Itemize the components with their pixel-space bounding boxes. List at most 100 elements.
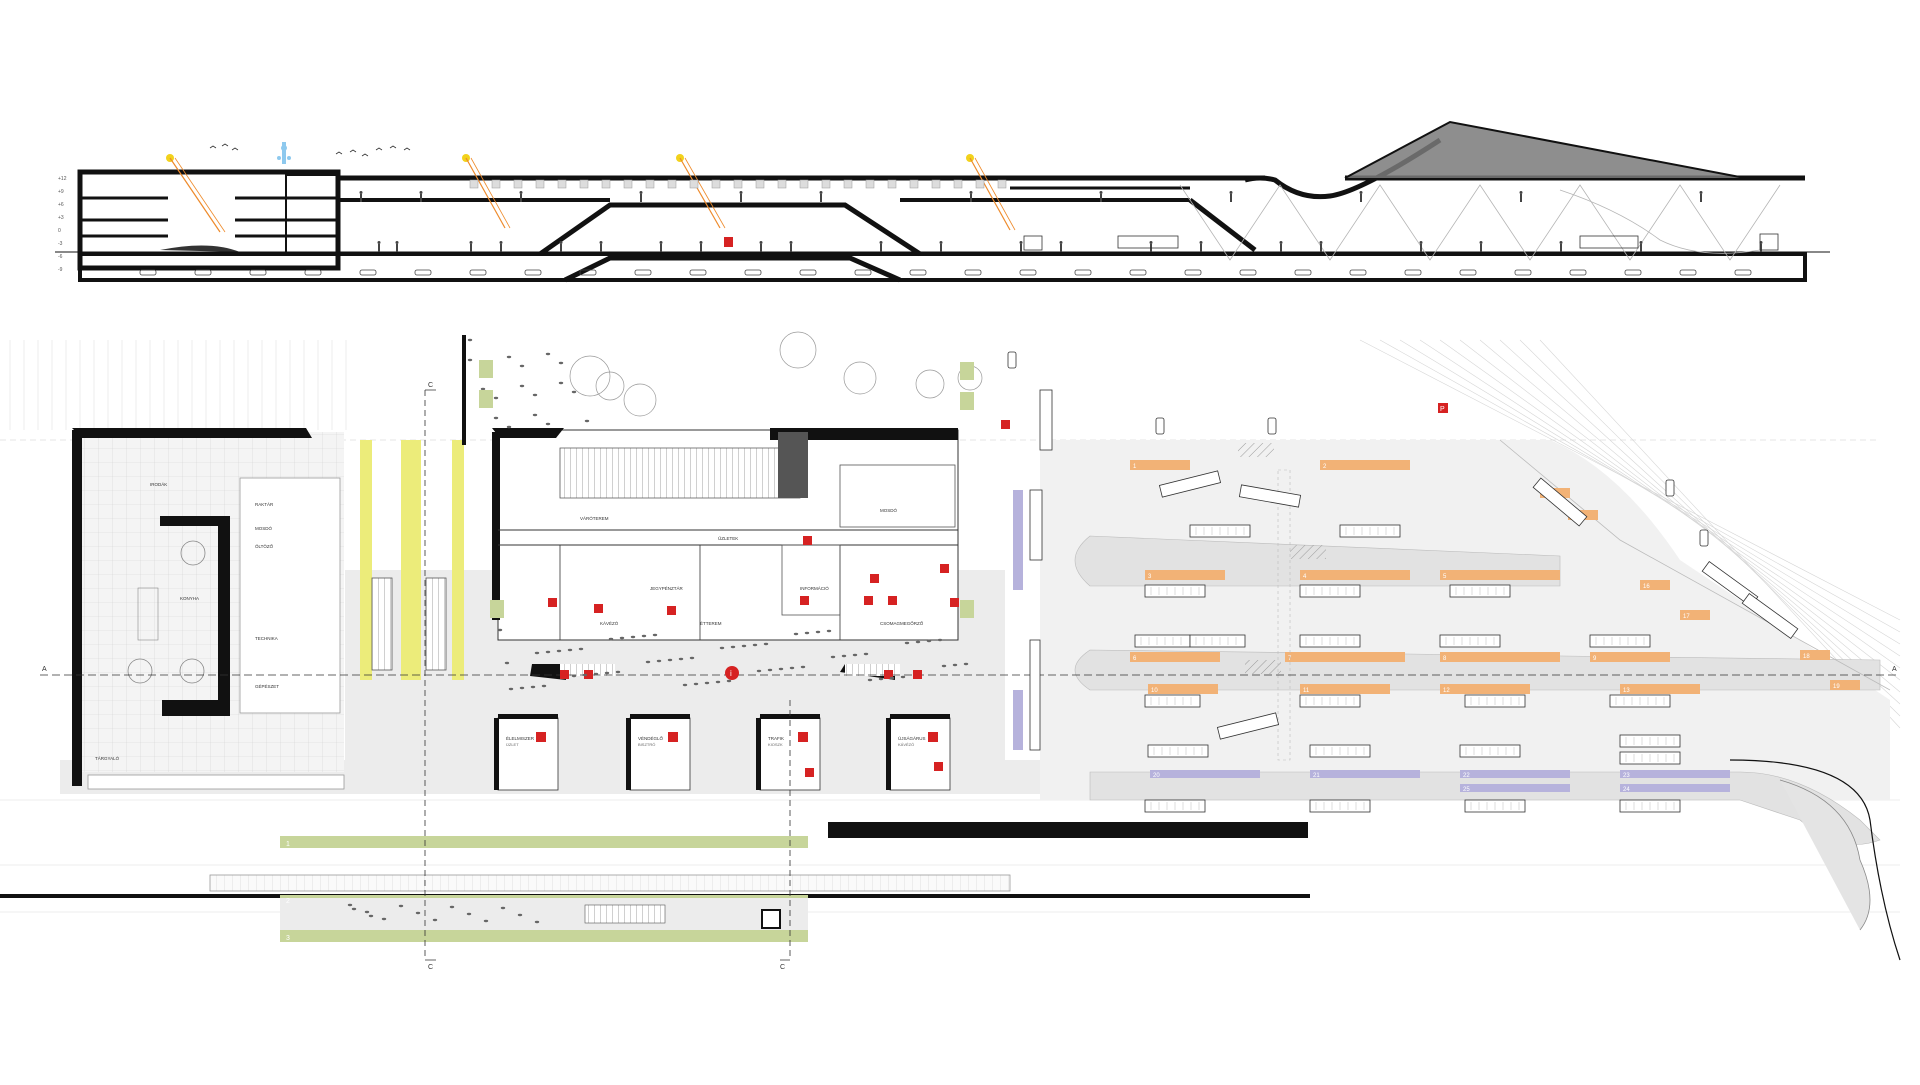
kiosk-icon <box>536 732 546 742</box>
section-column <box>953 179 963 189</box>
red-service-markers <box>548 420 1010 777</box>
person-figure-head <box>359 191 363 194</box>
person-figure-head <box>699 241 703 244</box>
person-figure <box>1420 244 1422 252</box>
person-icon <box>556 649 562 653</box>
person-figure <box>760 244 762 252</box>
kiosk-sub: KIOSZK <box>768 742 783 747</box>
person-icon <box>815 630 821 634</box>
person-icon <box>656 659 662 663</box>
level-label: -9 <box>58 267 63 273</box>
person-icon <box>952 663 958 667</box>
red-service-icon <box>1001 420 1010 429</box>
svg-text:i: i <box>730 669 732 678</box>
bus-bay-number: 16 <box>1643 584 1650 590</box>
bus-bay-number: 24 <box>1623 787 1630 793</box>
room-label: TÁRGYALÓ <box>95 755 120 761</box>
room-label: JEGYPÉNZTÁR <box>650 585 684 591</box>
bus-bay-orange <box>1680 610 1710 620</box>
person-figure-head <box>1519 191 1523 194</box>
sun-ray <box>169 157 221 233</box>
level-label: -6 <box>58 254 63 260</box>
bus-bay-number: 6 <box>1133 656 1137 662</box>
room-label: MOSDÓ <box>880 507 898 513</box>
left-building <box>72 428 345 790</box>
person-icon <box>545 352 551 356</box>
person-icon <box>793 632 799 636</box>
person-figure <box>1700 194 1702 202</box>
bus-icon <box>1158 470 1222 498</box>
person-figure <box>1520 194 1522 202</box>
purple-strip <box>1013 490 1023 590</box>
person-icon <box>497 628 503 632</box>
bus-bay-number: 2 <box>1323 464 1327 470</box>
car-icon <box>1699 529 1709 547</box>
person-figure <box>396 244 398 252</box>
level-label: -3 <box>58 241 63 247</box>
bus-icon <box>1216 712 1280 740</box>
bus-icon <box>1741 592 1799 640</box>
bus-bay-orange <box>1640 580 1670 590</box>
tree-icon <box>595 371 625 401</box>
escalator <box>425 577 447 671</box>
car-icon <box>1155 417 1165 435</box>
person-figure-head <box>1559 241 1563 244</box>
bus-bay-orange <box>1320 460 1410 470</box>
person-icon <box>480 387 486 391</box>
person-icon <box>889 676 895 680</box>
kiosk-icon <box>668 732 678 742</box>
room-label: ÖLTÖZŐ <box>255 543 274 549</box>
person-icon <box>500 906 506 910</box>
person-icon <box>689 656 695 660</box>
red-service-icon <box>800 596 809 605</box>
bus-bay-number: 12 <box>1443 688 1450 694</box>
room-label: KÁVÉZÓ <box>600 620 619 626</box>
escalator <box>371 577 393 671</box>
kiosk-sub: ÜZLET <box>506 742 519 747</box>
person-icon <box>630 635 636 639</box>
section-column <box>513 179 523 189</box>
person-figure <box>790 244 792 252</box>
tree-icon <box>915 369 945 399</box>
car-icon <box>1267 417 1277 435</box>
person-figure <box>1280 244 1282 252</box>
person-icon <box>578 647 584 651</box>
person-icon <box>415 911 421 915</box>
section-column <box>601 179 611 189</box>
kiosk-name: VÉNDÉGLŐ <box>638 735 664 741</box>
car-icon <box>469 269 487 276</box>
person-icon <box>963 662 969 666</box>
person-figure-head <box>1059 241 1063 244</box>
bus-icon <box>1144 694 1201 708</box>
person-icon <box>558 361 564 365</box>
bus-bay-orange <box>1300 684 1390 694</box>
bus-bay-orange <box>1148 684 1218 694</box>
person-figure-head <box>1019 241 1023 244</box>
bus-islands: 1234567891011121314151617181920212223242… <box>1040 439 1891 845</box>
section-column <box>777 179 787 189</box>
axis-mark-c-bottom-right: C <box>780 964 785 971</box>
pedestrian-crossing <box>1290 545 1326 559</box>
person-figure <box>700 244 702 252</box>
bus-bay-orange <box>1800 650 1830 660</box>
person-icon <box>767 668 773 672</box>
car-icon <box>194 269 212 276</box>
kiosk-sub: BISZTRÓ <box>638 742 655 747</box>
section-ramp-lower <box>563 255 902 283</box>
section-column <box>821 179 831 189</box>
axis-bracket <box>425 389 790 961</box>
person-icon <box>532 393 538 397</box>
person-figure-head <box>1479 241 1483 244</box>
section-ground-slab <box>78 252 1807 282</box>
bus-icon <box>1023 235 1043 251</box>
kiosk-wall <box>626 718 631 790</box>
person-figure-head <box>739 191 743 194</box>
car-icon <box>1007 351 1017 369</box>
bus-bay-number: 11 <box>1303 688 1310 694</box>
person-figure <box>1200 244 1202 252</box>
bus-icon <box>1238 484 1302 508</box>
room-label: ÉTTEREM <box>700 620 722 626</box>
red-service-icon <box>870 574 879 583</box>
bus-bay-orange <box>1145 570 1225 580</box>
